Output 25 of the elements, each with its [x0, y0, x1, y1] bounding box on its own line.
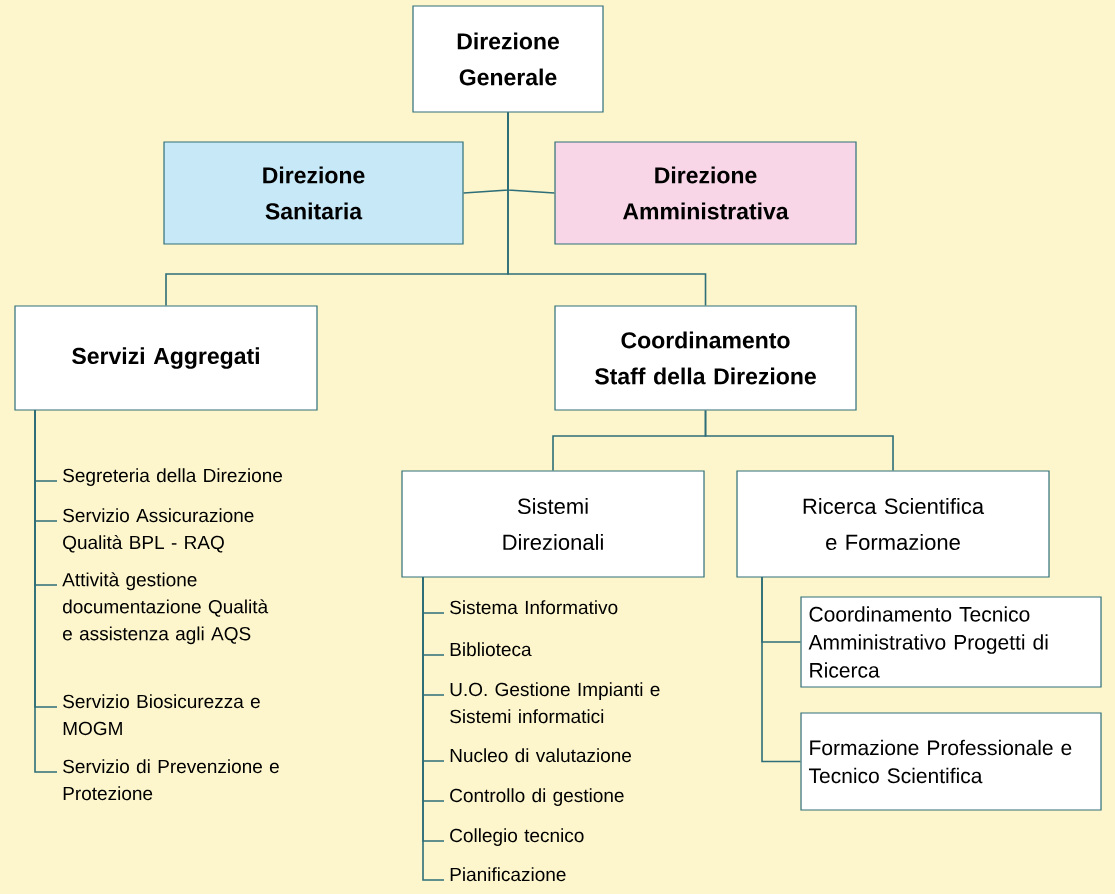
org-box: Servizi Aggregati — [14, 305, 318, 411]
list-item: Pianificazione — [450, 867, 566, 882]
list-item: Segreteria della Direzione — [63, 468, 283, 486]
list-item: Servizio Biosicurezza e MOGM — [63, 694, 260, 736]
list-item: Servizio di Prevenzione e Protezione — [63, 759, 279, 801]
list-item: Collegio tecnico — [450, 828, 584, 846]
org-box: Formazione Professionale e Tecnico Scientifica — [800, 712, 1102, 811]
org-box: Ricerca Scientifica e Formazione — [736, 470, 1050, 578]
org-box: Coordinamento Staff della Direzione — [554, 305, 857, 411]
org-box: Coordinamento Tecnico Amministrativo Progetti di Ricerca — [800, 596, 1102, 688]
list-item: Biblioteca — [450, 642, 532, 657]
connector-line — [507, 111, 707, 307]
list-item: Attività gestione documentazione Qualità e assistenza agli AQS — [62, 572, 269, 645]
connector-line — [34, 409, 58, 773]
connector-line — [704, 409, 894, 472]
list-item: U.O. Gestione Impianti e Sistemi informatici — [450, 682, 660, 724]
list-item: Controllo di gestione — [450, 788, 624, 806]
list-item: Sistema Informativo — [450, 600, 618, 615]
org-box: Sistemi Direzionali — [401, 470, 705, 578]
list-item: Servizio Assicurazione Qualità BPL - RAQ — [63, 508, 254, 553]
org-box: Direzione Sanitaria — [163, 141, 464, 245]
connector-line — [761, 576, 802, 763]
org-box: Direzione Generale — [412, 5, 604, 113]
list-item: Nucleo di valutazione — [450, 748, 632, 763]
org-box: Direzione Amministrativa — [554, 141, 857, 245]
